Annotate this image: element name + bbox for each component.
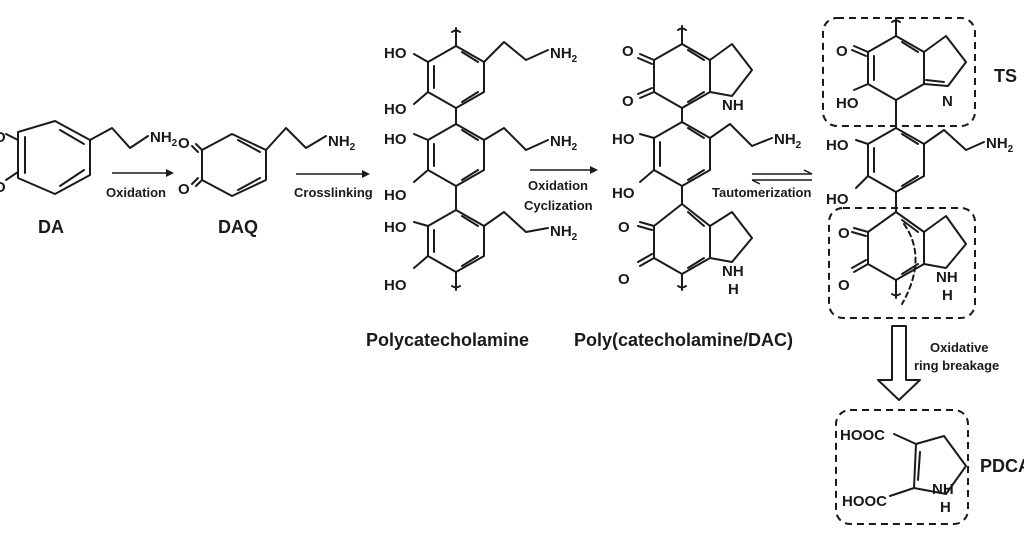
ts-label: TS [994,66,1017,86]
polycat-ho-4: HO [384,187,407,204]
polycat-nh2-3: NH2 [550,223,578,243]
ring-breakage-label-2: ring breakage [914,358,999,373]
pdca-h: H [940,499,951,516]
polydac-h-2: H [728,281,739,298]
ts-o-3: O [838,225,850,242]
oxidation-cyclization-arrow: Oxidation Cyclization [524,166,598,213]
da-o-1: O [0,129,6,146]
crosslinking-arrow: Crosslinking [294,170,373,200]
daq-o-1: O [178,135,190,152]
polydac-o-3: O [618,219,630,236]
crosslinking-label: Crosslinking [294,185,373,200]
ts-o-1: O [836,43,848,60]
ring-breakage-arrow: Oxidative ring breakage [877,325,999,401]
polydac-structure: O O NH HO HO NH2 O O NH H Poly(catechola… [574,25,802,350]
ts-ho-1: HO [826,137,849,154]
polycat-ho-6: HO [384,277,407,294]
polycat-ho-2: HO [384,101,407,118]
polydac-o-4: O [618,271,630,288]
polydac-o-1: O [622,43,634,60]
ts-nh: NH [936,269,958,286]
oxidation-arrow: Oxidation [106,169,174,200]
da-nh2: NH2 [150,129,178,149]
polydac-ho-1: HO [612,131,635,148]
polycat-ho-1: HO [384,45,407,62]
oxidation-label: Oxidation [106,185,166,200]
ts-structure: O HO N TS HO HO NH2 O O NH H [822,17,1017,319]
polydac-nh2: NH2 [774,131,802,151]
ts-h: H [942,287,953,304]
daq-structure: O O NH2 DAQ [178,127,356,237]
ts-ho-2: HO [826,191,849,208]
polydac-ho-2: HO [612,185,635,202]
pdca-hooc-1: HOOC [840,427,885,444]
polydac-label: Poly(catecholamine/DAC) [574,330,793,350]
pdca-structure: HOOC HOOC NH H PDCA [835,409,1024,525]
polycat-ho-3: HO [384,131,407,148]
da-o-2: O [0,179,6,196]
tautomerization-label: Tautomerization [712,185,811,200]
ts-top-box [822,17,976,127]
polycatecholamine-structure: HO HO HO HO HO HO NH2 NH2 NH2 Polycatech… [366,27,578,350]
polydac-nh-1: NH [722,97,744,114]
ts-n: N [942,93,953,110]
pdca-box [835,409,969,525]
daq-nh2: NH2 [328,133,356,153]
polycat-ho-5: HO [384,219,407,236]
ts-nh2: NH2 [986,135,1014,155]
polycat-nh2-2: NH2 [550,133,578,153]
pdca-hooc-2: HOOC [842,493,887,510]
oxcyc-label-2: Cyclization [524,198,593,213]
polycat-nh2-1: NH2 [550,45,578,65]
oxcyc-label-1: Oxidation [528,178,588,193]
pdca-nh: NH [932,481,954,498]
daq-o-2: O [178,181,190,198]
tautomerization-arrow: Tautomerization [712,169,813,200]
da-label: DA [38,217,64,237]
da-structure: O O NH2 DA [0,120,178,237]
ts-o-4: O [838,277,850,294]
ts-bottom-box [828,207,976,319]
ts-ho-top: HO [836,95,859,112]
polycatecholamine-label: Polycatecholamine [366,330,529,350]
polydac-o-2: O [622,93,634,110]
polydac-nh-2: NH [722,263,744,280]
daq-label: DAQ [218,217,258,237]
pdca-label: PDCA [980,456,1024,476]
ring-breakage-label-1: Oxidative [930,340,989,355]
